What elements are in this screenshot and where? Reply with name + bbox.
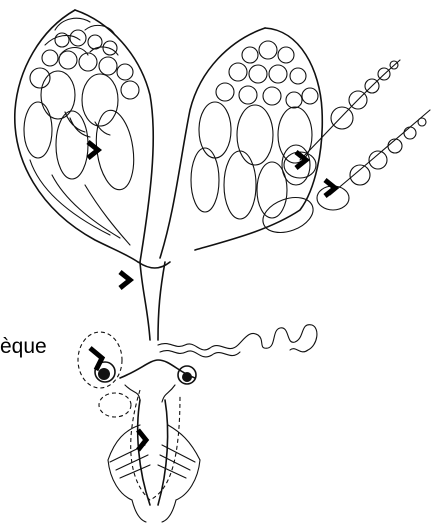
arrow-spermatheca bbox=[90, 348, 102, 370]
left-ovary bbox=[15, 10, 153, 262]
arrow-terminal-oocyte bbox=[296, 152, 306, 168]
arrow-genital-chamber bbox=[138, 430, 146, 450]
arrow-filament-egg bbox=[325, 180, 335, 196]
terminal-filaments bbox=[284, 60, 430, 210]
spermatheca-label: èque bbox=[0, 336, 47, 357]
oviducts bbox=[138, 262, 170, 340]
arrow-lateral-oviduct bbox=[120, 272, 130, 288]
right-ovary bbox=[160, 28, 322, 258]
